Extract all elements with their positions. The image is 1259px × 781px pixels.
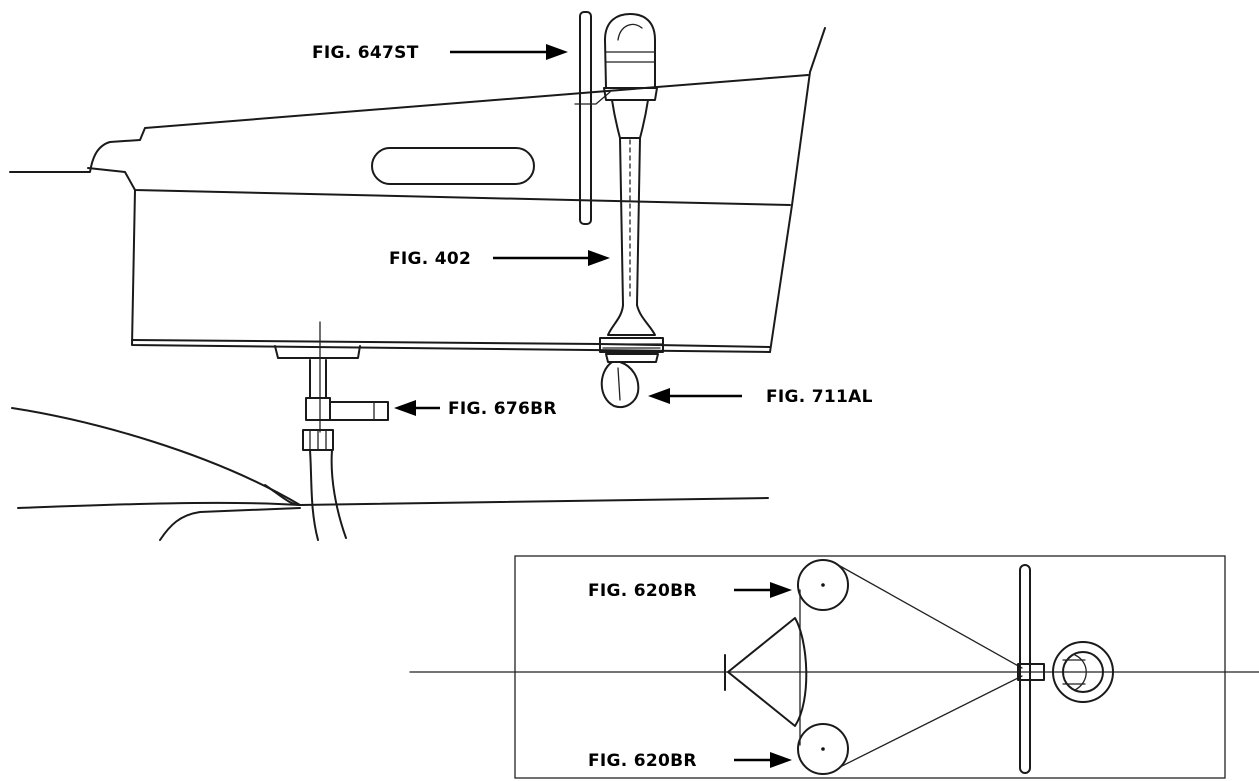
label-fig-620br-bottom: FIG. 620BR <box>588 751 697 771</box>
rudder-ring-outer <box>1052 641 1114 703</box>
label-fig-620br-top: FIG. 620BR <box>588 581 697 601</box>
plan-frame <box>514 555 1226 779</box>
transom <box>769 27 826 353</box>
hull-cabin-line <box>87 167 791 206</box>
rudder-post-assembly <box>574 11 664 408</box>
shaft-strut <box>309 359 327 399</box>
hull-pad <box>274 345 361 359</box>
quadrant <box>727 617 808 727</box>
arrow-head-676br <box>394 400 416 416</box>
callout-fig-711al: FIG. 711AL <box>648 387 873 407</box>
hull-deck-line <box>9 74 809 173</box>
arrow-head-620br-top <box>770 582 792 598</box>
shaft-fitting <box>329 401 389 421</box>
label-fig-647st: FIG. 647ST <box>312 43 419 63</box>
waterline-left <box>17 497 769 509</box>
tiller-bar <box>1019 564 1031 774</box>
steering-plate <box>579 11 592 225</box>
shaft-coupling <box>305 397 331 421</box>
keel-line-left <box>11 407 301 506</box>
waterline-lower <box>264 484 301 506</box>
hull-bottom-line <box>131 189 771 353</box>
arrow-head-647st <box>546 44 568 60</box>
plan-view <box>409 555 1259 779</box>
arrow-head-711al <box>648 388 670 404</box>
rudder-flange <box>599 337 664 353</box>
strut-leg <box>309 449 347 541</box>
callout-fig-620br-top: FIG. 620BR <box>588 581 792 601</box>
rudder-shaft-flare <box>607 304 656 336</box>
rudder-head <box>604 13 656 89</box>
callout-fig-647st: FIG. 647ST <box>312 43 568 63</box>
arrow-head-402 <box>588 250 610 266</box>
label-fig-711al: FIG. 711AL <box>766 387 873 407</box>
arrow-head-620br-bottom <box>770 752 792 768</box>
label-fig-402: FIG. 402 <box>389 249 471 269</box>
callout-fig-620br-bottom: FIG. 620BR <box>588 751 792 771</box>
rudder-shaft <box>619 137 641 306</box>
label-fig-676br: FIG. 676BR <box>448 399 557 419</box>
hull-lower-curve <box>159 507 301 541</box>
rudder-ring-inner <box>1062 651 1104 693</box>
rudder-stem-top <box>611 99 649 139</box>
rudder-bearing <box>605 353 659 363</box>
boat-side-view <box>9 11 826 541</box>
sheave-lower <box>797 723 849 775</box>
shaft-log-assembly <box>302 321 389 541</box>
cable-lower <box>839 675 1023 768</box>
callout-fig-402: FIG. 402 <box>389 249 610 269</box>
callout-fig-676br: FIG. 676BR <box>394 399 557 419</box>
sheave-upper <box>797 559 849 611</box>
cable-upper <box>839 565 1023 669</box>
hull-porthole <box>371 147 535 185</box>
rudder-skeg-loop <box>600 361 640 408</box>
